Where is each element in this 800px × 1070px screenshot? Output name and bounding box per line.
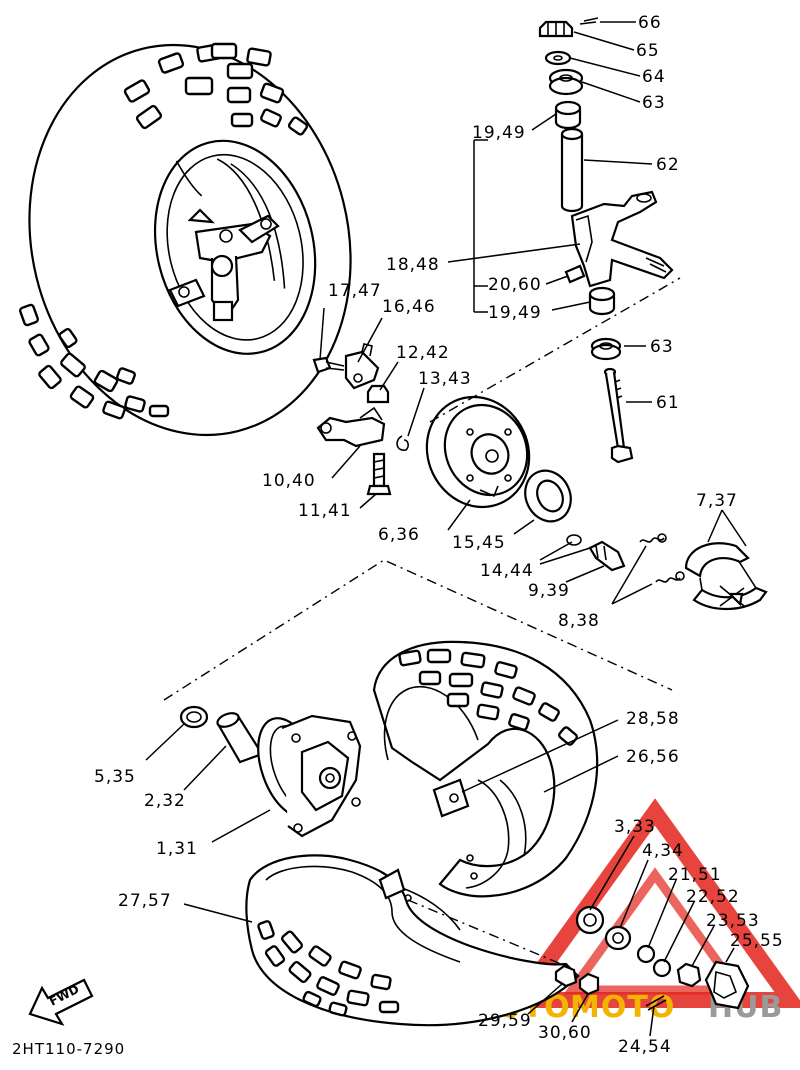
callout-5-35: 5,35 xyxy=(94,767,136,787)
callout-3-33: 3,33 xyxy=(614,817,656,837)
callout-21-51: 21,51 xyxy=(668,865,722,885)
fwd-arrow: FWD xyxy=(28,978,94,1026)
callout-17-47: 17,47 xyxy=(328,281,382,301)
callout-25-55: 25,55 xyxy=(730,931,784,951)
callout-26-56: 26,56 xyxy=(626,747,680,767)
callout-15-45: 15,45 xyxy=(452,533,506,553)
drawing-code: 2HT110-7290 xyxy=(12,1040,125,1058)
callout-14-44: 14,44 xyxy=(480,561,534,581)
wheel-hardware xyxy=(554,905,750,1011)
callout-27-57: 27,57 xyxy=(118,891,172,911)
callout-28-58: 28,58 xyxy=(626,709,680,729)
callout-62: 62 xyxy=(656,155,680,175)
callout-11-41: 11,41 xyxy=(298,501,352,521)
brake-panel-assembly xyxy=(312,343,768,610)
callout-65: 65 xyxy=(636,41,660,61)
exploded-wheel xyxy=(179,640,599,1027)
callout-8-38: 8,38 xyxy=(558,611,600,631)
callout-66: 66 xyxy=(638,13,662,33)
leader-lines xyxy=(145,21,747,1037)
callout-64: 64 xyxy=(642,67,666,87)
callout-29-59: 29,59 xyxy=(478,1011,532,1031)
callout-16-46: 16,46 xyxy=(382,297,436,317)
steering-knuckle-assembly xyxy=(473,17,674,316)
callout-19-49-top: 19,49 xyxy=(472,123,526,143)
callout-7-37: 7,37 xyxy=(696,491,738,511)
callout-22-52: 22,52 xyxy=(686,887,740,907)
callout-24-54: 24,54 xyxy=(618,1037,672,1057)
callout-12-42: 12,42 xyxy=(396,343,450,363)
callout-18-48: 18,48 xyxy=(386,255,440,275)
assembled-wheel xyxy=(18,42,352,437)
callout-4-34: 4,34 xyxy=(642,841,684,861)
callout-30-60: 30,60 xyxy=(538,1023,592,1043)
callout-13-43: 13,43 xyxy=(418,369,472,389)
callout-63-bolt: 63 xyxy=(650,337,674,357)
callout-10-40: 10,40 xyxy=(262,471,316,491)
callout-23-53: 23,53 xyxy=(706,911,760,931)
callout-61: 61 xyxy=(656,393,680,413)
callout-2-32: 2,32 xyxy=(144,791,186,811)
callout-19-49-bottom: 19,49 xyxy=(488,303,542,323)
callout-6-36: 6,36 xyxy=(378,525,420,545)
callout-63-top: 63 xyxy=(642,93,666,113)
callout-1-31: 1,31 xyxy=(156,839,198,859)
assembly-lines xyxy=(163,277,681,967)
knuckle-bolt-assembly xyxy=(590,337,634,464)
callout-9-39: 9,39 xyxy=(528,581,570,601)
watermark-word-moto: MOTO xyxy=(570,990,675,1025)
callout-20-60: 20,60 xyxy=(488,275,542,295)
callout-labels: 66 65 64 63 19,49 62 18,48 20,60 19,49 1… xyxy=(94,13,784,1057)
